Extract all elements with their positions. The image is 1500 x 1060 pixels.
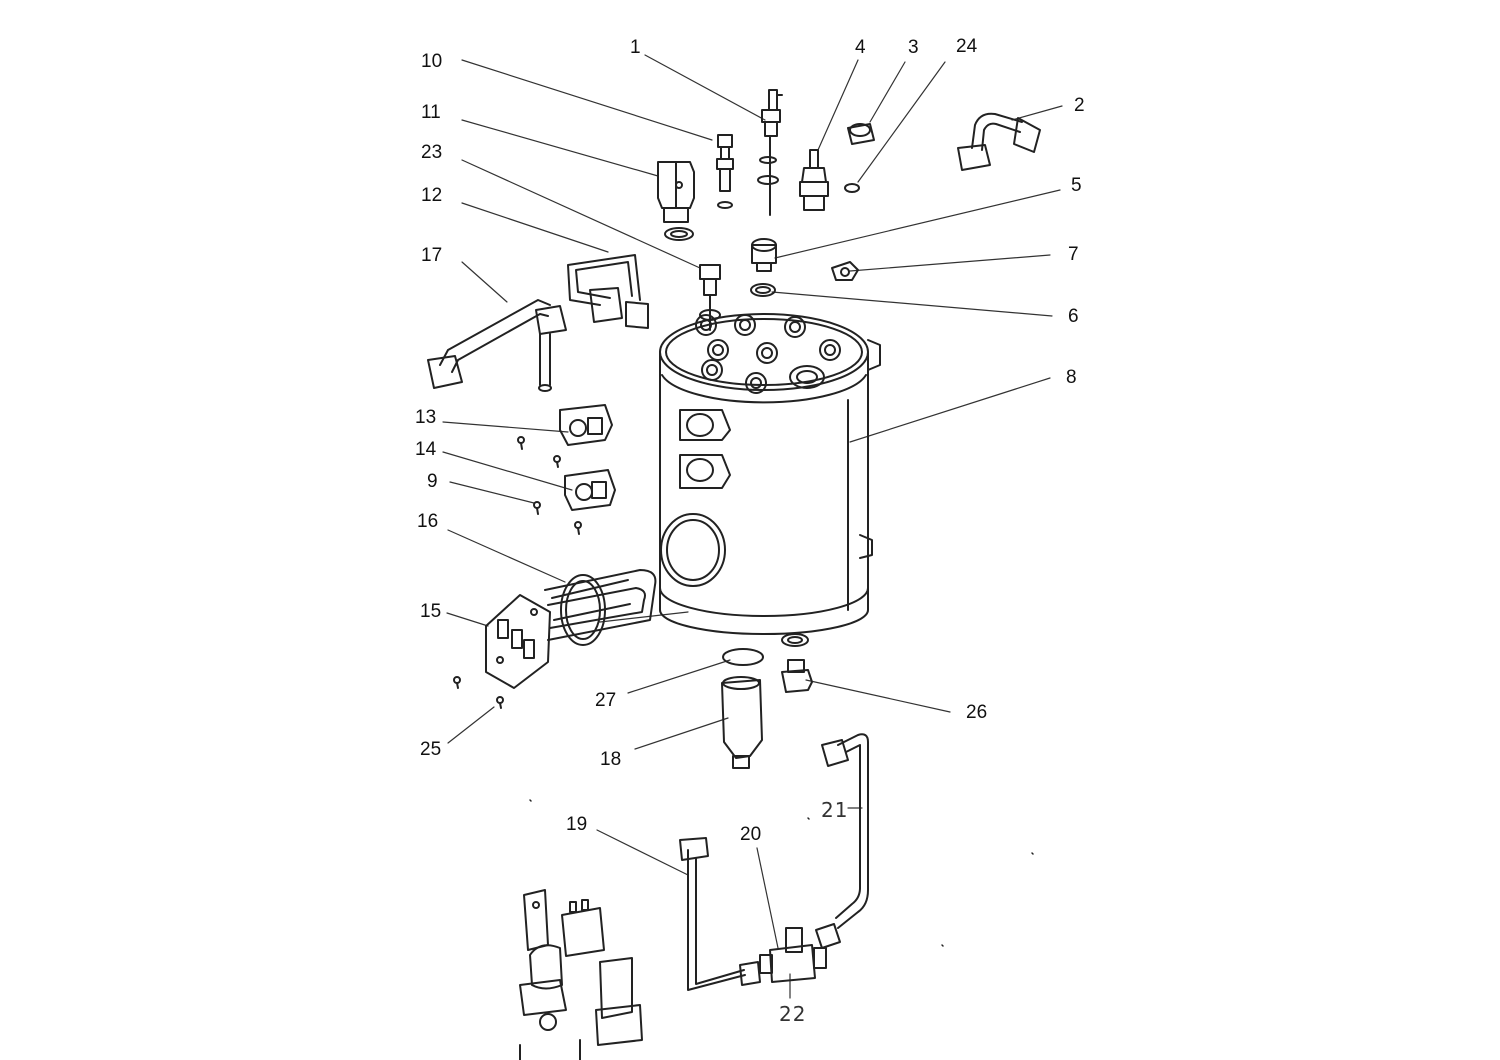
leader-4 bbox=[817, 59, 859, 151]
tank-top-ports bbox=[695, 314, 841, 394]
leader-12 bbox=[461, 202, 609, 253]
thermostat-brackets bbox=[679, 409, 731, 489]
part-11-fitting bbox=[657, 161, 695, 241]
part-1-probe bbox=[757, 89, 783, 216]
leader-16 bbox=[447, 529, 566, 583]
leader-7 bbox=[849, 254, 1051, 272]
label-23: 23 bbox=[421, 142, 443, 163]
stray-marks bbox=[529, 799, 1034, 947]
label-1: 1 bbox=[630, 37, 641, 58]
label-8: 8 bbox=[1066, 367, 1077, 388]
leader-11 bbox=[461, 119, 659, 177]
part-27-oring bbox=[722, 648, 764, 666]
label-13: 13 bbox=[415, 407, 437, 428]
leader-26 bbox=[805, 679, 951, 713]
leader-23 bbox=[461, 159, 701, 269]
leader-3 bbox=[869, 61, 906, 123]
label-7: 7 bbox=[1068, 244, 1079, 265]
label-17: 17 bbox=[421, 245, 443, 266]
part-24-washer bbox=[844, 183, 860, 193]
label-9: 9 bbox=[427, 471, 438, 492]
leader-25 bbox=[447, 706, 495, 744]
part-13-thermostat bbox=[559, 404, 613, 446]
part-16-heating-element bbox=[544, 569, 657, 646]
part-14-thermostat bbox=[564, 469, 616, 511]
part-10-sensor bbox=[716, 134, 734, 209]
label-5: 5 bbox=[1071, 175, 1082, 196]
part-7-plug bbox=[831, 261, 859, 281]
label-24: 24 bbox=[956, 36, 978, 57]
label-26: 26 bbox=[966, 702, 988, 723]
leader-lines bbox=[442, 54, 1063, 999]
leader-13 bbox=[442, 421, 569, 433]
part-2-elbow-pipe bbox=[957, 112, 1041, 171]
part-15-flange bbox=[485, 594, 551, 689]
leader-8 bbox=[849, 377, 1051, 443]
label-21: 21 bbox=[821, 798, 849, 822]
label-12: 12 bbox=[421, 185, 443, 206]
leader-5 bbox=[774, 189, 1061, 259]
label-19: 19 bbox=[566, 814, 588, 835]
part-4-valve bbox=[799, 149, 829, 211]
label-3: 3 bbox=[908, 37, 919, 58]
label-11: 11 bbox=[421, 102, 441, 123]
label-15: 15 bbox=[420, 601, 442, 622]
label-10: 10 bbox=[421, 51, 443, 72]
part-25-screws bbox=[453, 676, 504, 709]
part-12-pipe bbox=[567, 254, 649, 329]
label-27: 27 bbox=[595, 690, 617, 711]
label-16: 16 bbox=[417, 511, 439, 532]
label-25: 25 bbox=[420, 739, 442, 760]
leader-14 bbox=[442, 451, 573, 491]
leader-16b bbox=[599, 611, 689, 623]
leader-2 bbox=[1011, 105, 1063, 121]
leader-24 bbox=[857, 61, 946, 183]
label-20: 20 bbox=[740, 824, 762, 845]
label-22: 22 bbox=[779, 1002, 807, 1026]
leader-10 bbox=[461, 59, 713, 141]
label-14: 14 bbox=[415, 439, 437, 460]
leader-9 bbox=[449, 481, 535, 504]
leader-20 bbox=[756, 847, 779, 949]
leader-15 bbox=[446, 612, 489, 627]
leader-27 bbox=[627, 659, 731, 694]
part-17-pipe bbox=[427, 299, 567, 392]
label-18: 18 bbox=[600, 749, 622, 770]
solenoid-valve-assembly bbox=[519, 889, 643, 1060]
part-21-pipe bbox=[815, 733, 869, 949]
part-5-fitting bbox=[751, 238, 777, 272]
label-4: 4 bbox=[855, 37, 866, 58]
leader-1 bbox=[644, 54, 766, 121]
leader-6 bbox=[771, 291, 1053, 317]
label-2: 2 bbox=[1074, 95, 1085, 116]
part-20-tee bbox=[759, 927, 827, 983]
part-3-cap bbox=[847, 123, 875, 145]
part-19-pipe bbox=[679, 837, 761, 991]
heater-opening bbox=[660, 513, 726, 587]
part-26-fitting bbox=[781, 633, 813, 693]
leader-19 bbox=[596, 829, 689, 876]
leader-17 bbox=[461, 261, 508, 303]
boiler-tank bbox=[659, 313, 881, 635]
part-9-screws bbox=[517, 436, 582, 535]
part-6-washer bbox=[750, 283, 776, 297]
label-6: 6 bbox=[1068, 306, 1079, 327]
part-18-housing bbox=[721, 676, 763, 769]
part-23-fitting bbox=[699, 264, 721, 331]
leader-18 bbox=[634, 717, 729, 750]
